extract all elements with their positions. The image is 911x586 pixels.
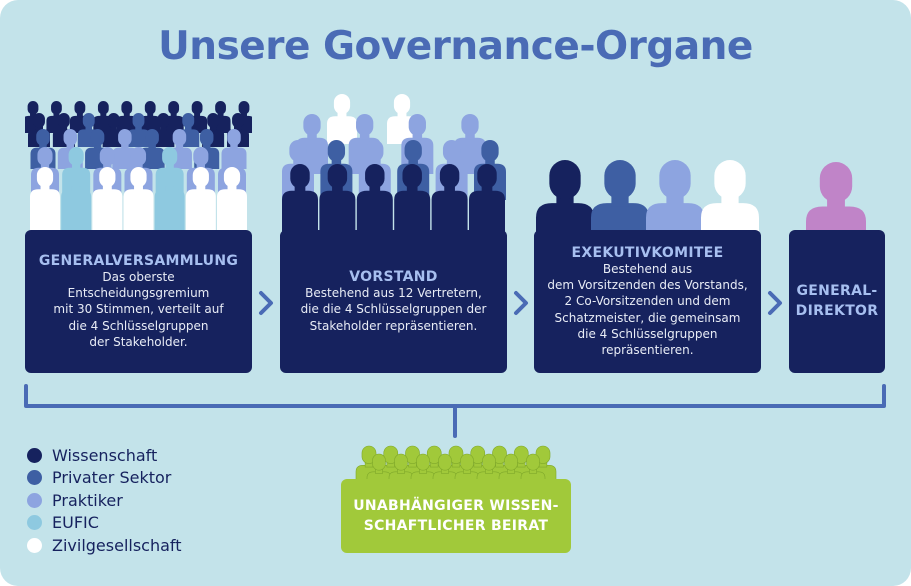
- executive-committee-line: dem Vorsitzenden des Vorstands,: [547, 278, 748, 293]
- board-line: die die 4 Schlüsselgruppen der: [300, 302, 487, 317]
- board-line: Stakeholder repräsentieren.: [309, 318, 478, 333]
- director-general-title: DIREKTOR: [795, 302, 879, 319]
- person-silhouette-icon: [536, 160, 594, 235]
- executive-committee-line: die 4 Schlüsselgruppen: [577, 326, 718, 341]
- person-silhouette-icon: [319, 164, 356, 235]
- legend-label: Wissenschaft: [52, 445, 158, 465]
- legend-dot-icon: [27, 515, 42, 531]
- chevron-right-icon: [514, 291, 528, 315]
- person-silhouette-icon: [327, 94, 357, 144]
- legend-dot-icon: [27, 492, 42, 508]
- executive-committee-group: [536, 160, 759, 235]
- person-silhouette-icon: [154, 167, 185, 235]
- general-assembly-crowd: [25, 101, 252, 235]
- general-assembly-line: mit 30 Stimmen, verteilt auf: [53, 302, 224, 317]
- person-silhouette-icon: [217, 167, 247, 235]
- legend-item: Zivilgesellschaft: [27, 534, 182, 557]
- board-title: VORSTAND: [349, 269, 438, 286]
- legend-dot-icon: [27, 470, 42, 486]
- legend-label: Zivilgesellschaft: [52, 535, 182, 555]
- general-assembly-line: Das oberste: [102, 270, 175, 285]
- executive-committee-line: Schatzmeister, die gemeinsam: [554, 310, 741, 325]
- director-general-box: GENERAL- DIREKTOR: [789, 230, 885, 373]
- legend-item: Privater Sektor: [27, 467, 182, 490]
- person-silhouette-icon: [140, 101, 161, 133]
- legend-label: Privater Sektor: [52, 468, 172, 488]
- legend-dot-icon: [27, 447, 42, 463]
- advisory-board-box: UNABHÄNGIGER WISSEN- SCHAFTLICHER BEIRAT: [341, 479, 571, 553]
- person-silhouette-icon: [185, 167, 216, 235]
- chevron-right-icon: [259, 291, 273, 315]
- person-silhouette-icon: [701, 160, 759, 235]
- legend-item: Praktiker: [27, 489, 182, 512]
- general-assembly-title: GENERALVERSAMMLUNG: [38, 253, 239, 270]
- person-silhouette-icon: [112, 129, 138, 169]
- executive-committee-line: repräsentieren.: [601, 342, 694, 357]
- general-assembly-line: die 4 Schlüsselgruppen: [68, 318, 209, 333]
- board-line: Bestehend aus 12 Vertretern,: [305, 286, 482, 301]
- person-silhouette-icon: [431, 164, 468, 235]
- director-general-person: [806, 162, 866, 235]
- person-silhouette-icon: [61, 167, 92, 235]
- legend-label: EUFIC: [52, 513, 99, 533]
- person-silhouette-icon: [356, 164, 393, 235]
- person-silhouette-icon: [394, 164, 431, 235]
- general-assembly-line: der Stakeholder.: [89, 334, 188, 349]
- general-assembly-line: Entscheidungsgremium: [67, 286, 210, 301]
- executive-committee-line: 2 Co-Vorsitzenden und dem: [564, 294, 731, 309]
- legend: Wissenschaft Privater Sektor Praktiker E…: [27, 444, 182, 557]
- legend-label: Praktiker: [52, 490, 123, 510]
- advisory-board-title: SCHAFTLICHER BEIRAT: [363, 518, 549, 534]
- person-silhouette-icon: [591, 160, 649, 235]
- person-silhouette-icon: [469, 164, 505, 235]
- bracket-connector: [24, 384, 886, 438]
- person-silhouette-icon: [30, 167, 60, 235]
- executive-committee-line: Bestehend aus: [602, 261, 693, 276]
- general-assembly-box: GENERALVERSAMMLUNG Das oberste Entscheid…: [25, 230, 252, 373]
- advisory-board-title: UNABHÄNGIGER WISSEN-: [353, 497, 559, 514]
- legend-dot-icon: [27, 537, 42, 553]
- page-title: Unsere Governance-Organe: [158, 24, 753, 69]
- person-silhouette-icon: [127, 113, 150, 147]
- person-silhouette-icon: [92, 167, 123, 235]
- legend-item: EUFIC: [27, 512, 182, 535]
- legend-item: Wissenschaft: [27, 444, 182, 467]
- person-silhouette-icon: [806, 162, 866, 235]
- chevron-right-icon: [768, 291, 782, 315]
- person-silhouette-icon: [282, 164, 318, 235]
- board-crowd: [282, 94, 506, 235]
- person-silhouette-icon: [123, 167, 154, 235]
- person-silhouette-icon: [646, 160, 704, 235]
- director-general-title: GENERAL-: [796, 282, 878, 299]
- board-box: VORSTAND Bestehend aus 12 Vertretern, di…: [280, 230, 507, 373]
- executive-committee-box: EXEKUTIVKOMITEE Bestehend aus dem Vorsit…: [534, 230, 761, 373]
- person-silhouette-icon: [139, 129, 165, 169]
- executive-committee-title: EXEKUTIVKOMITEE: [571, 244, 724, 261]
- person-silhouette-icon: [116, 101, 137, 133]
